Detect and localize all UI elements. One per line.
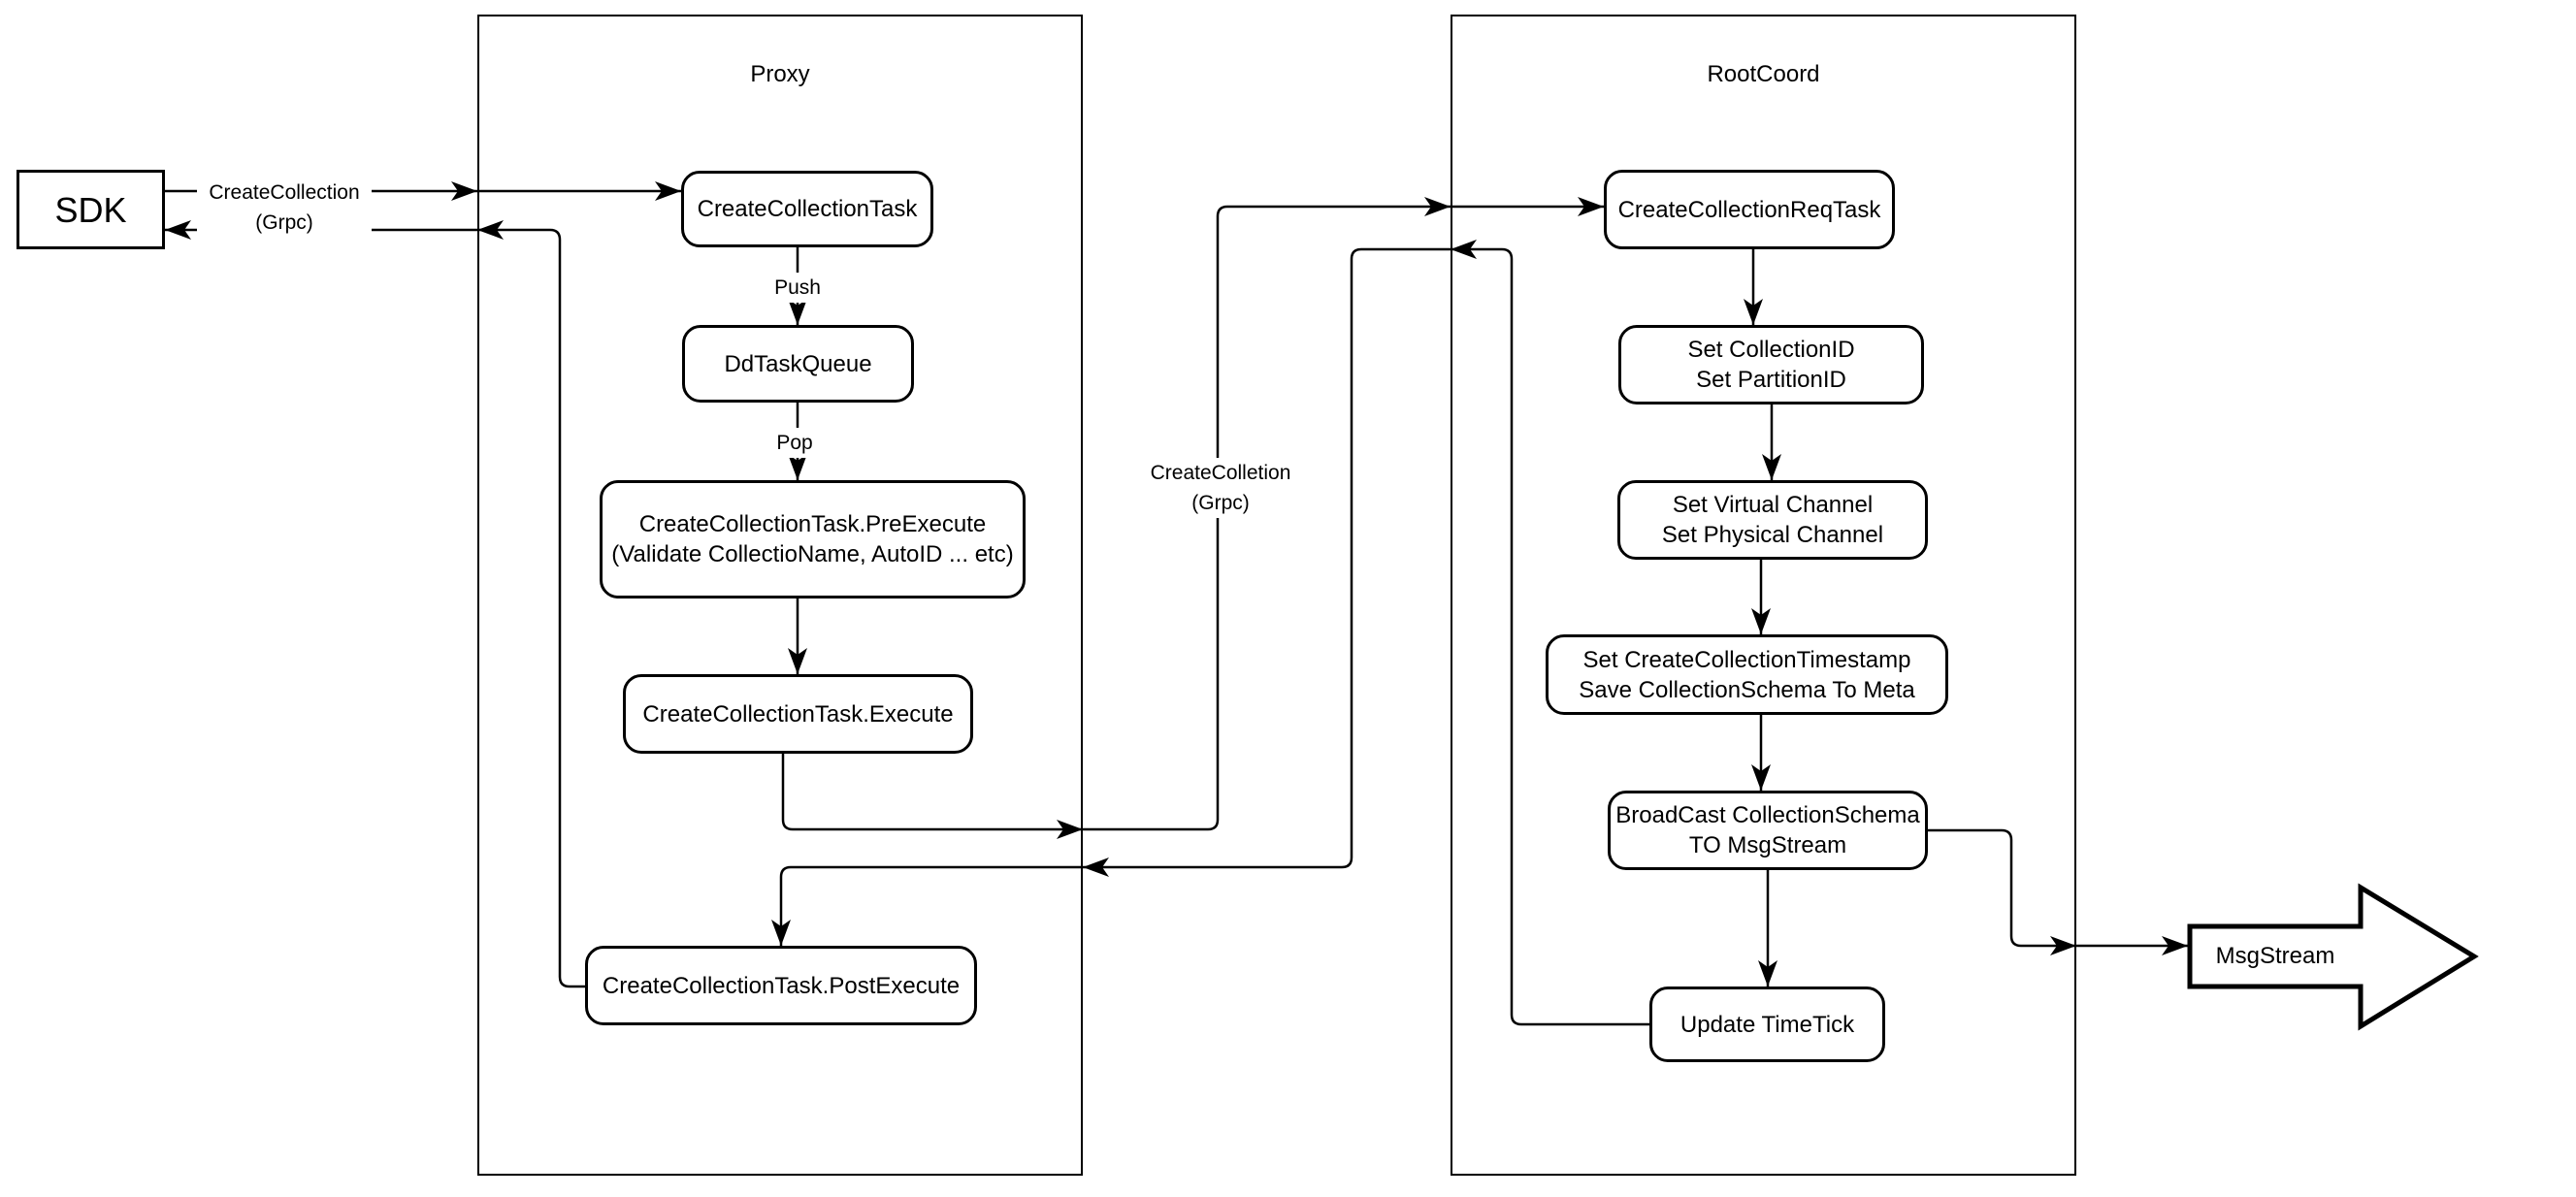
edge-label-create-colletion-grpc: CreateColletion (Grpc) [1133,458,1308,518]
node-execute: CreateCollectionTask.Execute [623,674,973,754]
edge-label-push: Push [759,273,836,303]
edge-rootcoord-to-proxyedge [1083,247,1451,877]
msgstream-label: MsgStream [2215,943,2335,969]
node-set-channels: Set Virtual Channel Set Physical Channel [1617,480,1928,560]
node-dd-task-queue: DdTaskQueue [682,325,914,403]
edge-label-pop: Pop [756,428,833,458]
node-sdk: SDK [16,170,165,249]
proxy-title: Proxy [750,61,810,87]
node-broadcast-schema: BroadCast CollectionSchema TO MsgStream [1608,791,1928,870]
node-create-collection-task: CreateCollectionTask [681,171,933,247]
node-set-collection-partition-id: Set CollectionID Set PartitionID [1618,325,1924,404]
node-pre-execute: CreateCollectionTask.PreExecute (Validat… [600,480,1026,598]
edge-proxy-to-rootcoordedge [1083,197,1451,831]
node-create-collection-req-task: CreateCollectionReqTask [1604,170,1895,249]
rootcoord-title: RootCoord [1707,61,1820,87]
node-update-timetick: Update TimeTick [1649,987,1885,1062]
node-post-execute: CreateCollectionTask.PostExecute [585,946,977,1025]
node-set-timestamp-save-schema: Set CreateCollectionTimestamp Save Colle… [1546,634,1948,715]
edge-label-create-collection-grpc: CreateCollection (Grpc) [197,178,372,238]
